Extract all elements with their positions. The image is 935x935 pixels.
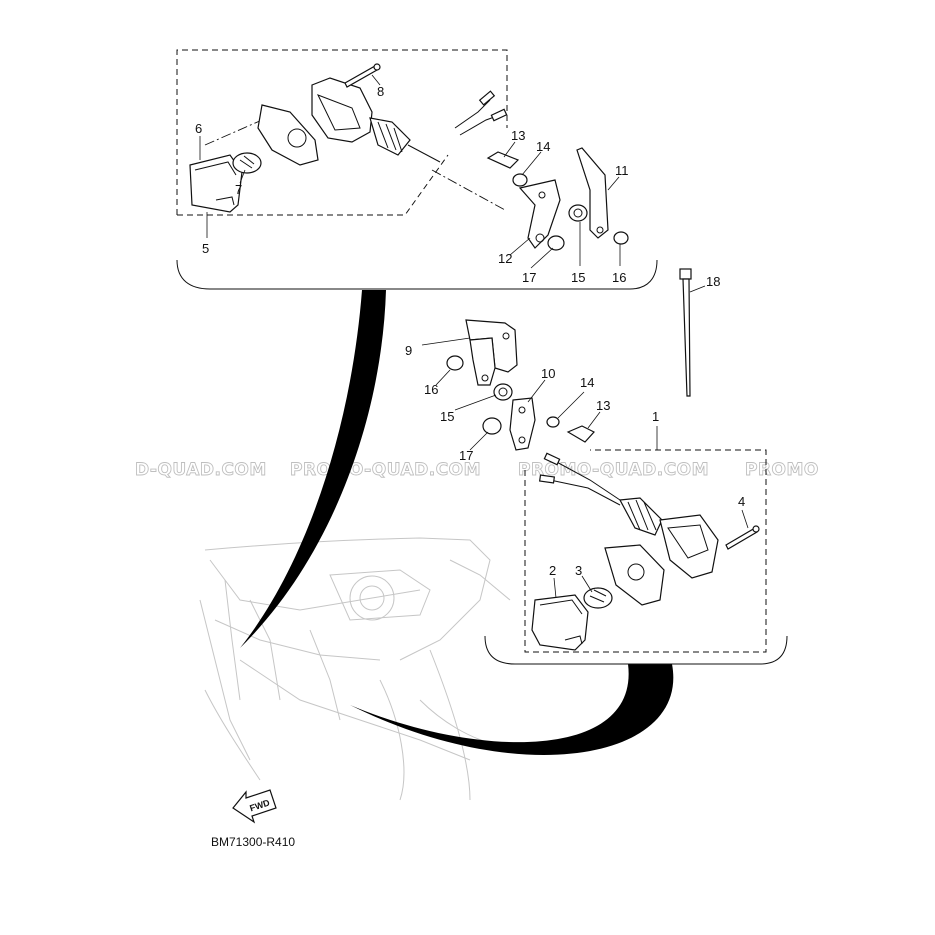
bulb-bottom [583,587,613,609]
grommet-top [568,204,588,222]
arrow-swoosh-right [350,664,674,755]
callout-14-mid: 14 [580,375,594,390]
callout-9: 9 [405,343,412,358]
screw-top [344,65,378,88]
callout-1: 1 [652,409,659,424]
cable-tie: 18 [679,268,720,397]
callout-13-mid: 13 [596,398,610,413]
callout-5: 5 [202,241,209,256]
callout-8: 8 [377,84,384,99]
stay-top [576,147,609,239]
callout-17-top: 17 [522,270,536,285]
watermark-row: D-QUAD.COM PROMO-QUAD.COM PROMO-QUAD.COM… [135,460,819,481]
drawing-code: BM71300-R410 [211,835,295,849]
watermark-2: PROMO-QUAD.COM [290,460,481,480]
collar-mid [546,416,560,428]
front-right-signal-group: 1 4 3 2 [484,409,788,665]
callout-16-top: 16 [612,270,626,285]
atv-front-outline [199,537,511,801]
callout-15-mid: 15 [440,409,454,424]
callout-14-top: 14 [536,139,550,154]
watermark-4: PROMO [745,460,819,480]
callout-17-mid: 17 [459,448,473,463]
signal-housing-bottom [659,514,719,579]
fwd-arrow-icon: FWD [232,789,277,824]
callout-18: 18 [706,274,720,289]
group-frame-bottom [524,449,767,653]
nut-mid-16 [446,355,464,371]
callout-16-mid: 16 [424,382,438,397]
callout-10: 10 [541,366,555,381]
signal-socket-bottom [604,544,665,606]
callout-2: 2 [549,563,556,578]
grommet-mid [493,383,513,401]
nut-mid-17 [482,417,502,435]
group-bracket-top [176,259,658,290]
nut-top-17 [547,235,565,251]
callout-15-top: 15 [571,270,585,285]
arrow-swoosh-left [240,290,386,648]
bulb-top [232,152,262,174]
collar-top [512,173,528,187]
lens-bottom [531,594,589,651]
group-frame-top [176,49,508,215]
screw-bottom [725,527,758,550]
bracket-mid [509,397,536,451]
group-bracket-bottom [484,635,788,665]
callout-4: 4 [738,494,745,509]
callout-7: 7 [235,182,242,197]
callout-3: 3 [575,563,582,578]
watermark-1: D-QUAD.COM [135,460,267,480]
callout-12: 12 [498,251,512,266]
signal-stem-top [369,117,411,156]
group-frame-top-lower [177,154,449,216]
front-right-mount-hardware: 9 16 15 10 14 13 17 [405,319,610,463]
bolt-top [486,151,520,169]
callout-13-top: 13 [511,128,525,143]
callout-6: 6 [195,121,202,136]
callout-11: 11 [615,163,629,178]
bolt-mid [566,425,595,443]
nut-top-16 [613,231,629,245]
signal-housing-top [311,77,373,143]
watermark-3: PROMO-QUAD.COM [518,460,709,480]
front-left-signal-group: 8 6 7 5 13 14 11 12 17 15 16 [176,49,658,290]
